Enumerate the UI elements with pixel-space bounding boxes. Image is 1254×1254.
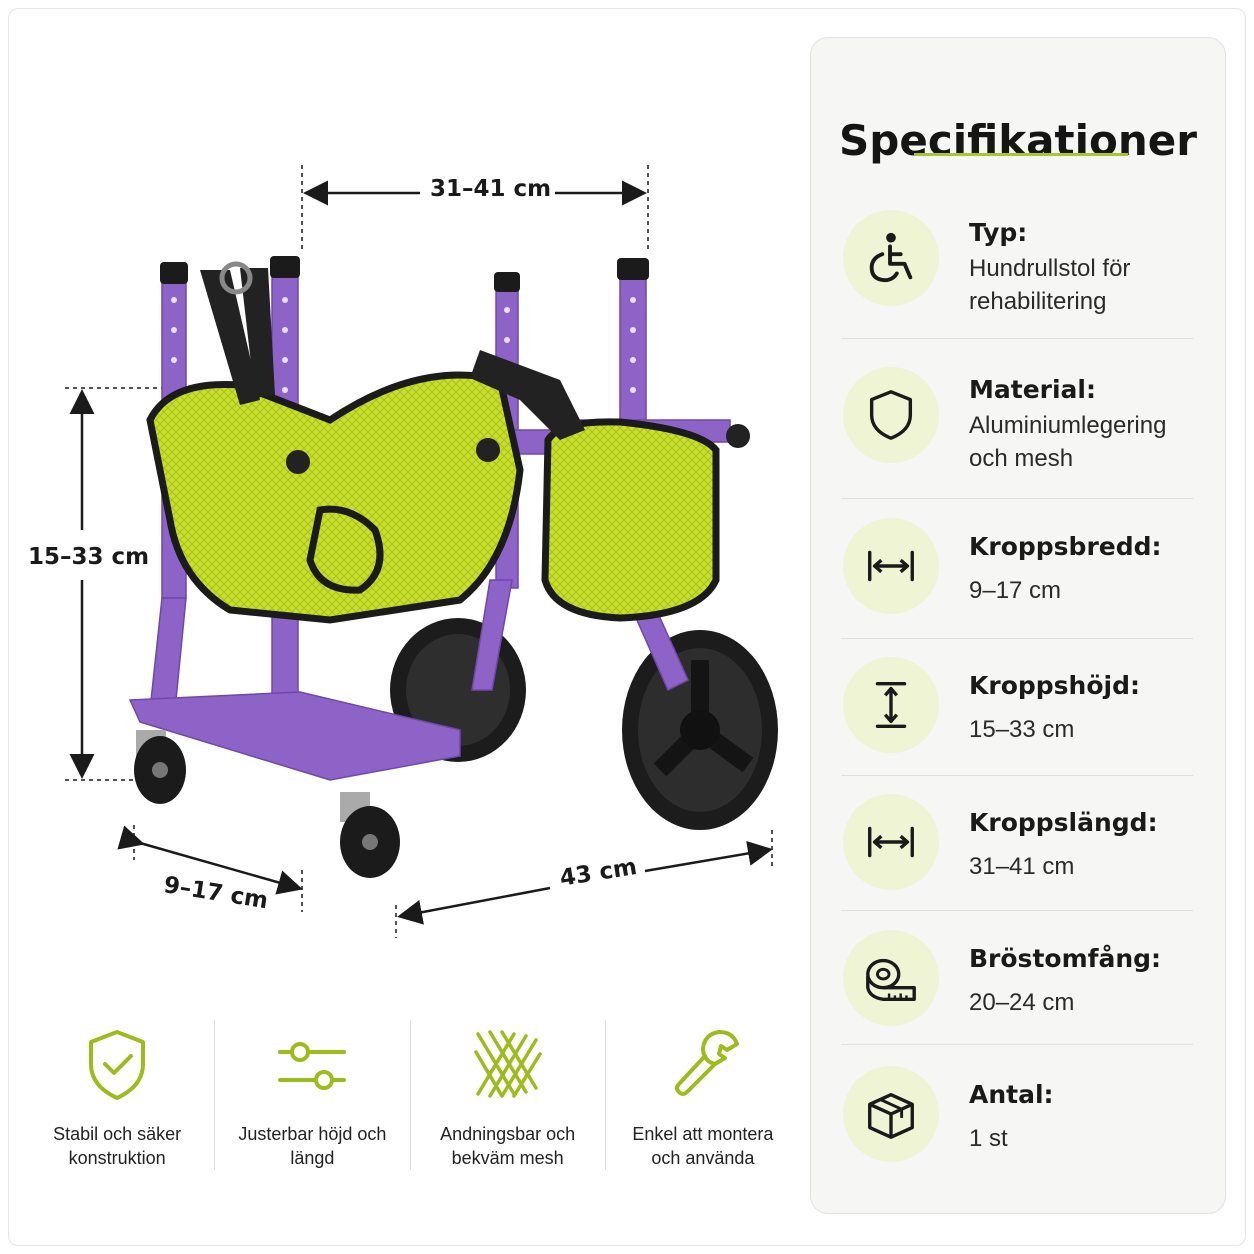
feature-text: Stabil och säker konstruktion [53,1124,182,1168]
spec-label: Antal: [969,1080,1054,1109]
wheelchair-icon [869,232,913,283]
wrench-icon [674,1030,739,1096]
post-caps [160,256,649,292]
front-casters [134,730,400,878]
spec-label: Bröstomfång: [969,944,1162,973]
divider [841,910,1193,911]
panel-title: Specifikationer [839,116,1197,165]
spec-icon-circle [843,1066,939,1162]
feature-text: Andningsbar och bekväm mesh [440,1124,576,1168]
divider [841,775,1193,776]
rear-wheels [390,618,778,830]
divider [841,1044,1193,1045]
feature-text: Justerbar höjd och längd [238,1124,387,1168]
height-arrows-icon [875,682,907,728]
product-illustration: 31–41 cm 15–33 cm 9–17 cm 43 cm [28,165,778,938]
spec-value: 1 st [969,1125,1008,1152]
feature-item-adjustable: Justerbar höjd och längd [215,1020,411,1170]
spec-label: Typ: [969,218,1028,247]
spec-value: 31–41 cm [969,853,1075,880]
title-underline [914,153,1128,156]
dimension-height-label: 15–33 cm [28,544,150,570]
spec-icon-circle [843,367,939,463]
spec-value: 15–33 cm [969,716,1075,743]
dog-wheelchair-image [65,165,778,938]
spec-icon-circle [843,210,939,306]
spec-label: Kroppsbredd: [969,532,1162,561]
spec-icon-circle [843,518,939,614]
feature-item-assembly: Enkel att montera och använda [606,1020,800,1170]
shield-icon [869,390,913,440]
spec-value: Hundrullstol för rehabilitering [969,255,1131,315]
divider [841,638,1193,639]
sliders-icon [278,1042,347,1090]
feature-strip: Stabil och säker konstruktion Justerbar … [20,1020,800,1170]
dimension-lines [65,165,773,938]
length-arrows-icon [868,826,914,858]
spec-value: Aluminiumlegering och mesh [969,412,1167,472]
specifications-panel: Specifikationer Typ: Hundrullstol för re… [810,37,1226,1214]
feature-text: Enkel att montera och använda [632,1124,774,1168]
spec-label: Kroppshöjd: [969,671,1140,700]
divider [841,338,1193,339]
feature-item-stability: Stabil och säker konstruktion [20,1020,216,1170]
spec-value: 9–17 cm [969,577,1062,604]
mesh-harness [146,371,720,624]
feature-item-mesh: Andningsbar och bekväm mesh [411,1020,606,1170]
shield-check-icon [89,1030,146,1100]
width-arrows-icon [868,550,914,582]
spec-value: 20–24 cm [969,989,1075,1016]
spec-label: Kroppslängd: [969,808,1158,837]
harness-straps [200,261,750,474]
divider [841,498,1193,499]
tape-measure-icon [866,958,916,1001]
mesh-icon [473,1030,542,1098]
dimension-top-label: 31–41 cm [430,176,552,202]
spec-icon-circle [843,794,939,890]
spec-icon-circle [843,657,939,753]
box-icon [868,1092,914,1139]
spec-label: Material: [969,375,1096,404]
page-frame [8,8,1246,1246]
spec-icon-circle [843,930,939,1026]
